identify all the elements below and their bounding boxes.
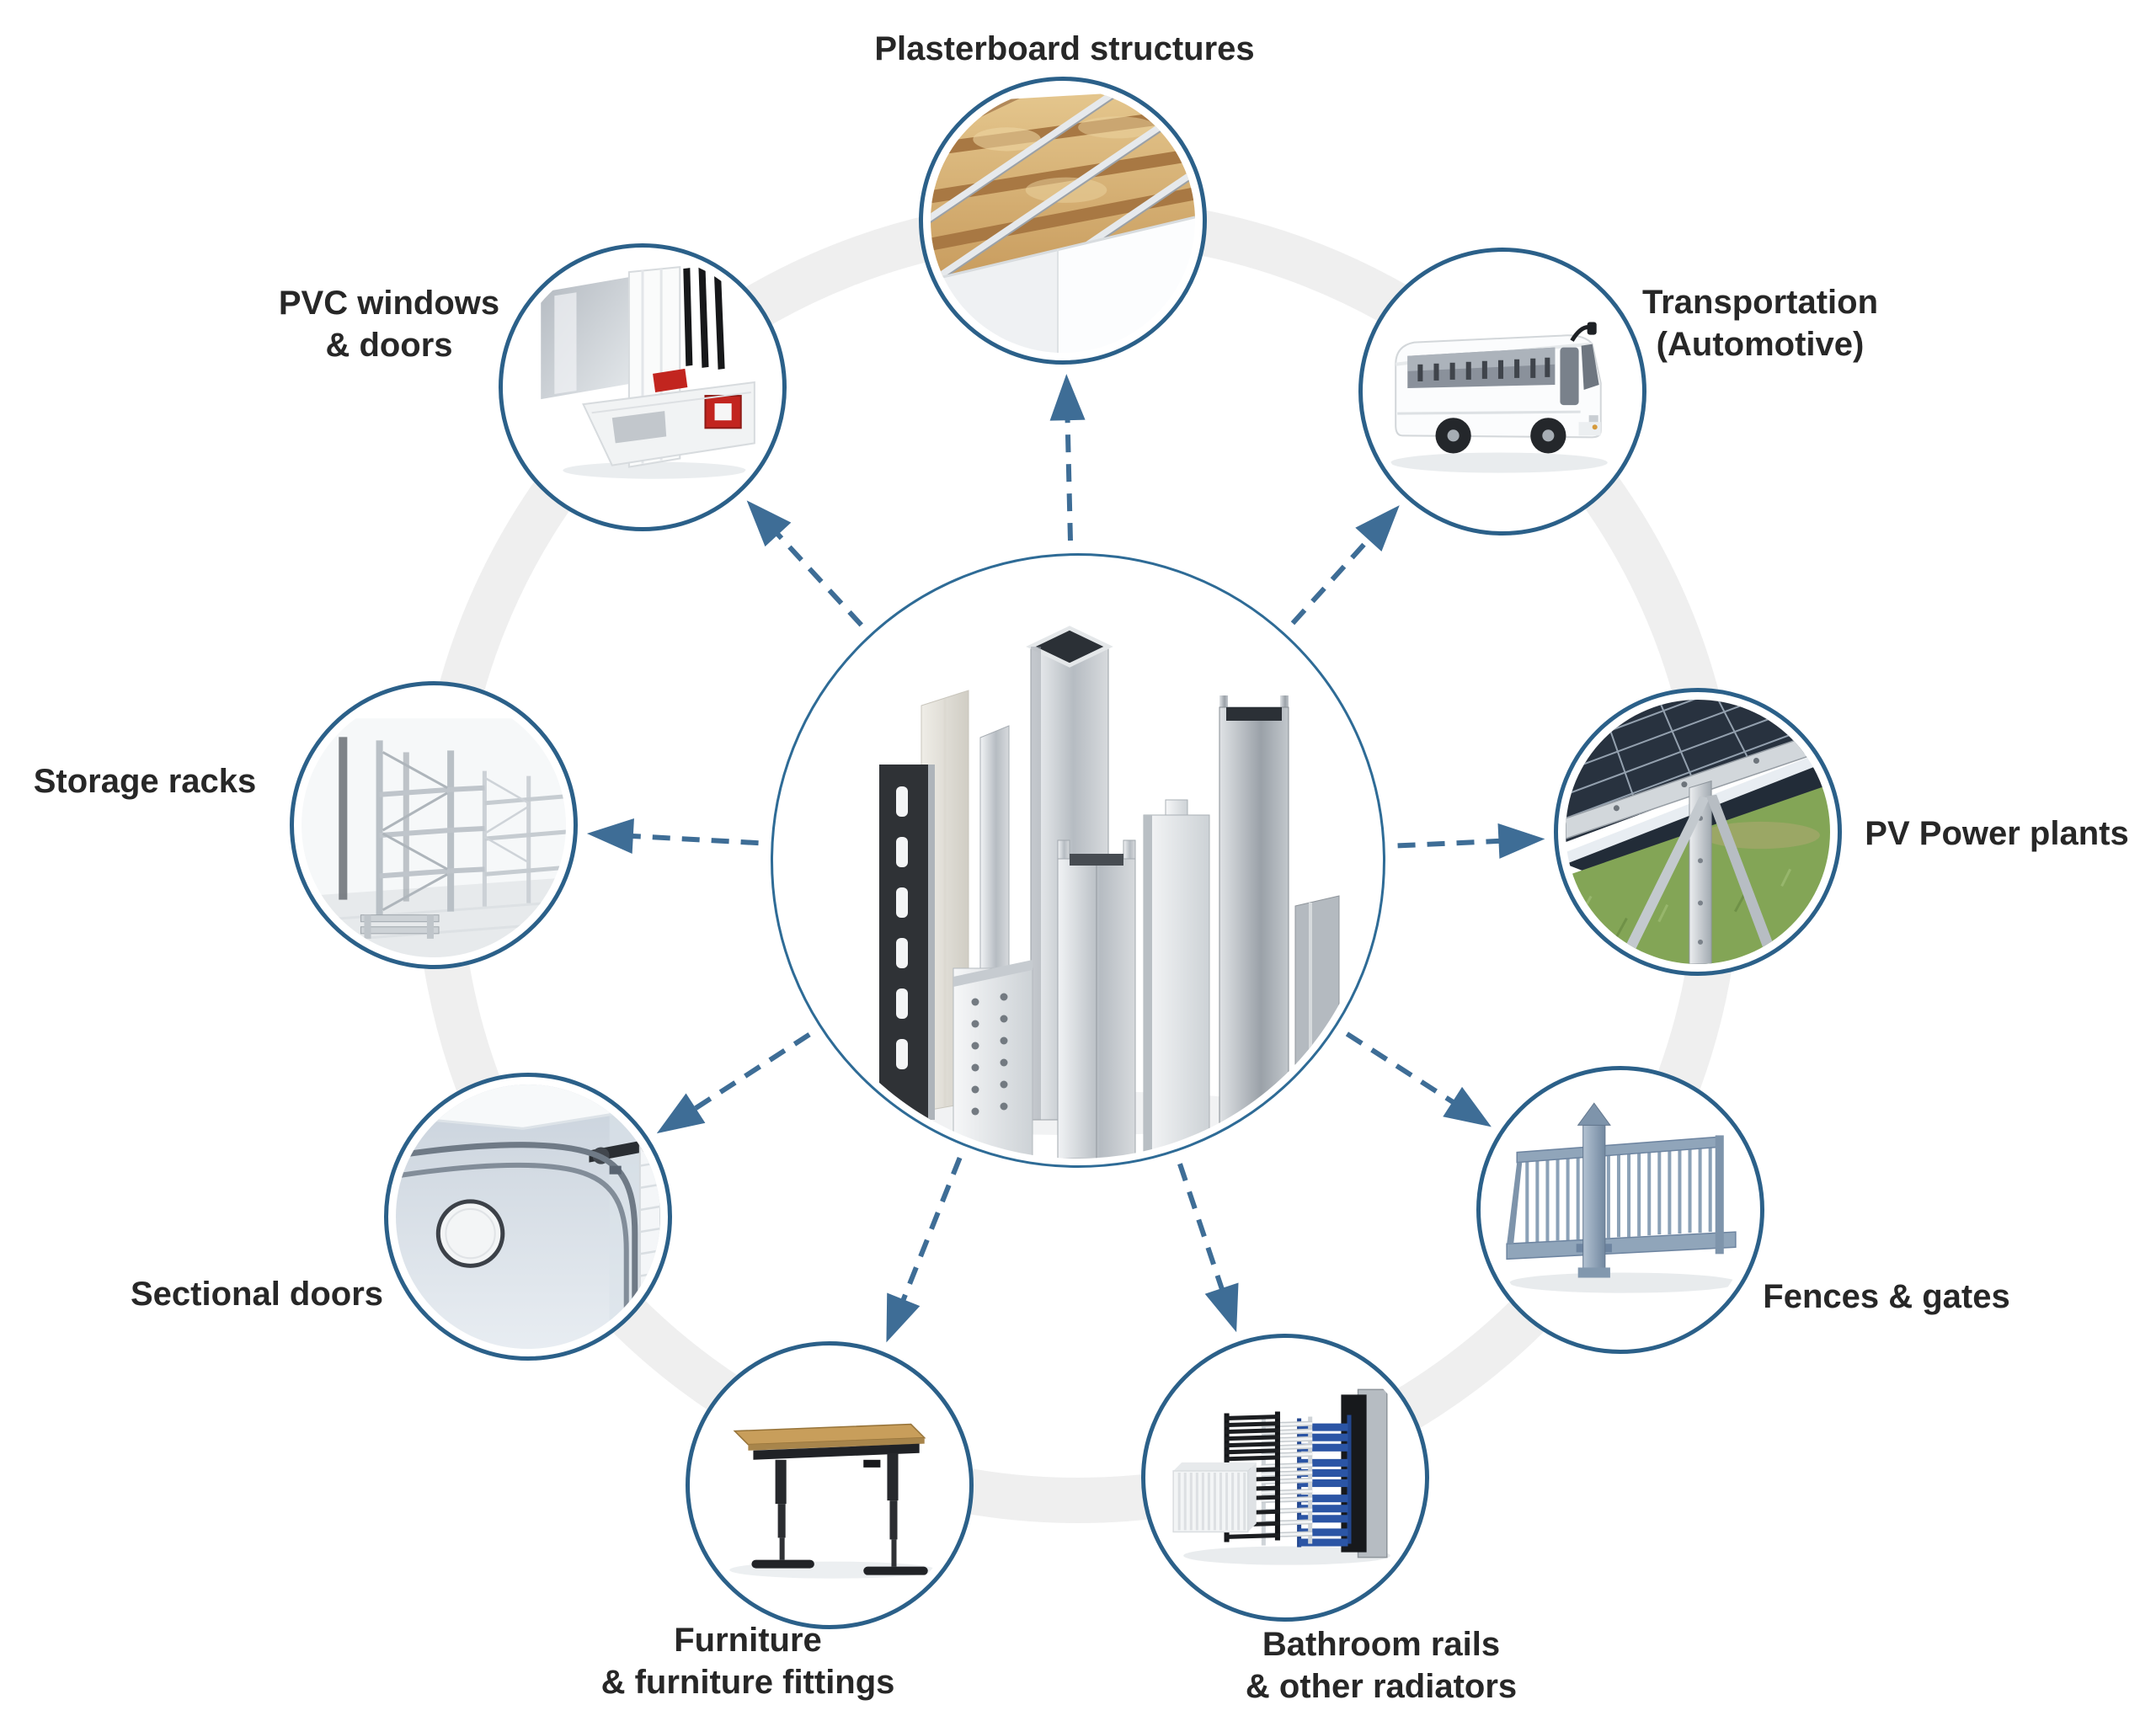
node-furniture <box>686 1341 974 1629</box>
label-line: & furniture fittings <box>600 1664 895 1701</box>
center-node-steel-profiles <box>771 553 1385 1168</box>
label-line: Sectional doors <box>130 1276 384 1313</box>
arrow-to-pvc-windows <box>746 500 863 627</box>
label-storage-racks: Storage racks <box>34 760 257 802</box>
label-line: & other radiators <box>1245 1668 1518 1705</box>
arrow-to-furniture <box>886 1157 963 1343</box>
label-sectional-doors: Sectional doors <box>131 1273 383 1315</box>
radiators-illustration <box>1153 1345 1417 1610</box>
node-pv-power-plants <box>1554 688 1842 976</box>
steel-profiles-illustration <box>780 562 1376 1159</box>
node-fences-gates <box>1476 1066 1764 1354</box>
standing-desk-illustration <box>697 1353 962 1617</box>
arrow-to-bathroom-rails <box>1177 1163 1239 1333</box>
arrow-to-storage-racks <box>586 818 759 854</box>
label-line: Fences & gates <box>1763 1278 2010 1315</box>
arrow-to-fences-gates <box>1345 1031 1492 1127</box>
label-transportation-automotive: Transportation (Automotive) <box>1642 281 1878 365</box>
label-line: PV Power plants <box>1865 815 2129 852</box>
label-bathroom-rails: Bathroom rails & other radiators <box>1246 1623 1517 1708</box>
label-line: Bathroom rails <box>1262 1626 1501 1663</box>
label-line: Plasterboard structures <box>874 30 1255 67</box>
arrow-to-plasterboard-structures <box>1049 374 1086 541</box>
arrow-to-sectional-doors <box>656 1032 811 1134</box>
label-line: Furniture <box>674 1622 822 1659</box>
label-plasterboard-structures: Plasterboard structures <box>874 28 1254 70</box>
label-line: (Automotive) <box>1656 326 1865 363</box>
label-line: PVC windows <box>278 285 500 322</box>
pallet-racking-illustration <box>302 693 566 957</box>
plasterboard-ceiling-illustration <box>931 88 1195 353</box>
garage-door-rails-illustration <box>396 1084 660 1349</box>
node-plasterboard-structures <box>919 77 1207 365</box>
node-bathroom-rails <box>1141 1334 1429 1622</box>
label-line: & doors <box>325 327 453 364</box>
node-sectional-doors <box>384 1073 672 1361</box>
node-pvc-windows-doors <box>499 243 787 531</box>
arrow-to-transportation <box>1290 505 1400 626</box>
label-furniture: Furniture & furniture fittings <box>601 1619 895 1703</box>
label-pvc-windows-doors: PVC windows & doors <box>279 282 499 366</box>
label-line: Transportation <box>1641 284 1879 321</box>
label-pv-power-plants: PV Power plants <box>1865 813 2128 855</box>
node-storage-racks <box>290 681 578 969</box>
coach-bus-illustration <box>1370 259 1635 524</box>
label-line: Storage racks <box>33 763 257 800</box>
node-transportation-automotive <box>1358 248 1646 535</box>
window-profile-illustration <box>510 255 775 519</box>
solar-panel-structure-illustration <box>1566 700 1830 964</box>
arrow-to-pv-power-plants <box>1397 823 1545 859</box>
label-fences-gates: Fences & gates <box>1763 1276 2009 1318</box>
sliding-gate-illustration <box>1488 1078 1753 1342</box>
